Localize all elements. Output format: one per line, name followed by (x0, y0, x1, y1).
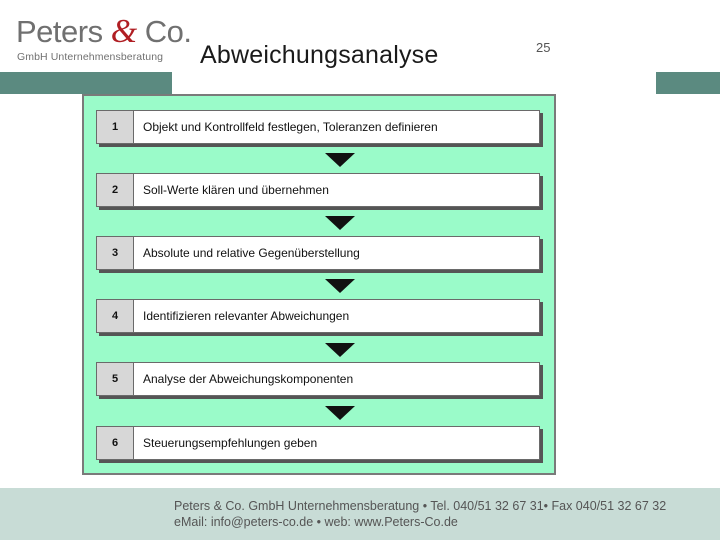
company-logo: Peters & Co. GmbH Unternehmensberatung (16, 14, 192, 66)
step-number: 1 (96, 110, 134, 144)
step-label: Identifizieren relevanter Abweichungen (134, 299, 540, 333)
step-number: 6 (96, 426, 134, 460)
footer: Peters & Co. GmbH Unternehmensberatung •… (0, 488, 720, 540)
step-label: Analyse der Abweichungskomponenten (134, 362, 540, 396)
step-number: 3 (96, 236, 134, 270)
step-label: Absolute und relative Gegenüberstellung (134, 236, 540, 270)
logo-text-right: Co. (136, 14, 192, 49)
logo-ampersand: & (110, 13, 137, 50)
step-number: 5 (96, 362, 134, 396)
logo-subtitle: GmbH Unternehmensberatung (17, 51, 164, 63)
step-label: Objekt und Kontrollfeld festlegen, Toler… (134, 110, 540, 144)
header-band-gap (172, 72, 656, 94)
process-step: 3 Absolute und relative Gegenüberstellun… (96, 236, 544, 270)
footer-contact-line: Peters & Co. GmbH Unternehmensberatung •… (174, 499, 667, 513)
logo-wordmark: Peters & Co. (16, 14, 192, 50)
step-number: 4 (96, 299, 134, 333)
step-number: 2 (96, 173, 134, 207)
down-arrow-icon (325, 216, 355, 230)
process-step: 2 Soll-Werte klären und übernehmen (96, 173, 544, 207)
process-diagram: 1 Objekt und Kontrollfeld festlegen, Tol… (82, 94, 556, 475)
logo-text-left: Peters (16, 14, 111, 49)
step-label: Steuerungsempfehlungen geben (134, 426, 540, 460)
page-number: 25 (536, 40, 551, 55)
down-arrow-icon (325, 406, 355, 420)
footer-web-line: eMail: info@peters-co.de • web: www.Pete… (174, 515, 458, 529)
down-arrow-icon (325, 153, 355, 167)
process-step: 5 Analyse der Abweichungskomponenten (96, 362, 544, 396)
process-step: 6 Steuerungsempfehlungen geben (96, 426, 544, 460)
down-arrow-icon (325, 279, 355, 293)
process-step: 1 Objekt und Kontrollfeld festlegen, Tol… (96, 110, 544, 144)
down-arrow-icon (325, 343, 355, 357)
step-label: Soll-Werte klären und übernehmen (134, 173, 540, 207)
page-title: Abweichungsanalyse (200, 41, 439, 69)
process-step: 4 Identifizieren relevanter Abweichungen (96, 299, 544, 333)
